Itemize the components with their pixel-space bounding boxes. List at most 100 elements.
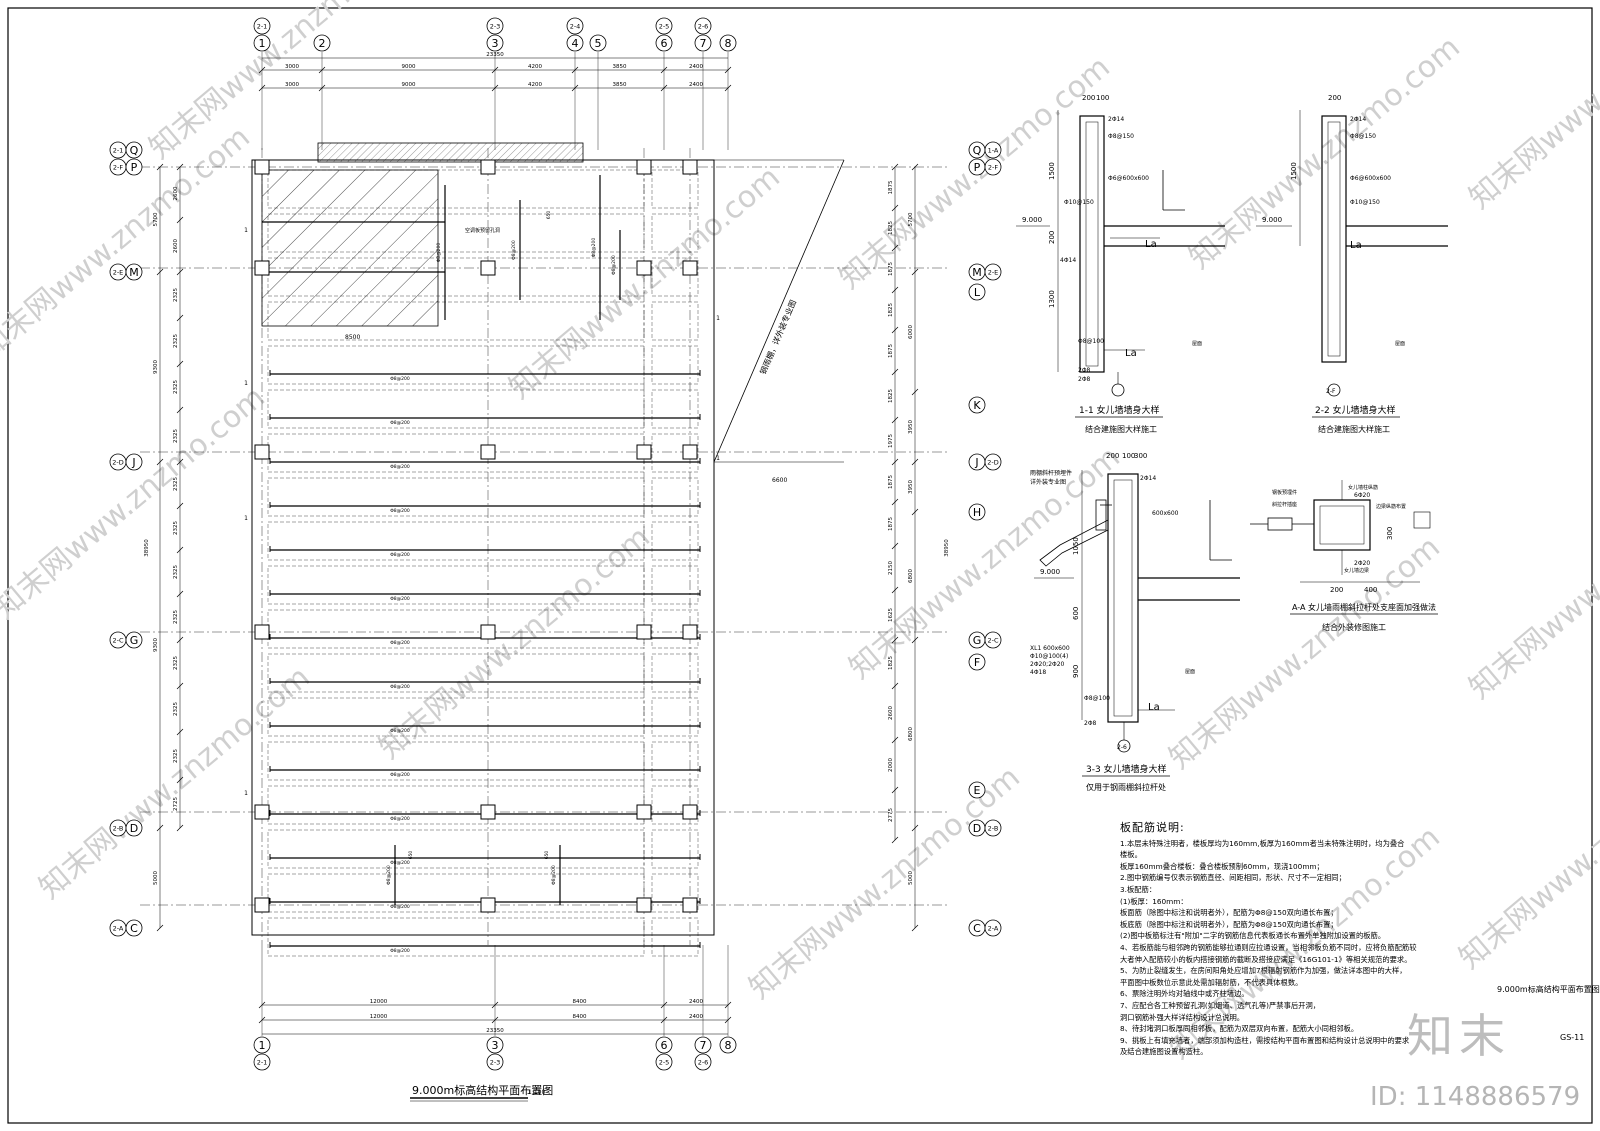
left-inner-dim-tick [176,636,184,644]
bottom-dim-1-value: 12000 [370,999,388,1005]
axis-bubble [125,919,143,937]
axis-bubble [694,34,712,52]
right-inner-dim-tick [891,204,899,212]
hatched-slab-area [261,169,439,327]
axis-bubble [984,453,1002,471]
left-outer-dim-tick [156,163,164,171]
axis-bubble [125,819,143,837]
rebar-label: Φ8@200 [390,772,410,778]
axis-bubble [984,158,1002,176]
axis-label: 2-A [113,925,124,933]
svg-text:200: 200 [1048,231,1056,244]
svg-text:300: 300 [1386,527,1394,540]
rebar-label: Φ8@200 [390,728,410,734]
detail-2-2: 2-F 200 2Φ14 Φ8@150 Φ6@600x600 Φ10@150 1… [1256,94,1448,434]
svg-text:Φ10@100(4): Φ10@100(4) [1030,653,1068,660]
right-outer-dim-tick [911,163,919,171]
svg-text:200: 200 [1328,94,1341,102]
note-line: 洞口钢筋补强大样详结构设计总说明。 [1120,1012,1245,1022]
column [636,260,652,276]
slab-panel [267,785,645,825]
svg-text:La: La [1148,702,1160,713]
svg-text:6Φ20: 6Φ20 [1354,492,1370,499]
svg-text:4Φ14: 4Φ14 [1060,257,1076,264]
right-outer-dim-value: 5000 [908,871,914,885]
right-inner-dim-value: 1825 [888,221,894,235]
axis-label: M [129,266,139,279]
note-line: 大者伸入配筋较小的板内搭接钢筋的截断及搭接应满足《16G101-1》等相关规范的… [1120,954,1412,964]
svg-text:100: 100 [1122,452,1135,460]
bottom-dim-1-value: 8400 [573,999,587,1005]
axis-label: 2-3 [490,1059,501,1067]
top-dim-1-value: 4200 [528,64,542,70]
bottom-dim-1-tick [491,1001,499,1009]
slab-panel [651,521,699,561]
svg-text:屋面: 屋面 [1185,669,1195,675]
svg-text:结合外装修图施工: 结合外装修图施工 [1322,622,1386,632]
section-mark: 1 [716,455,720,462]
column [682,444,698,460]
slab-panel [267,257,645,297]
axis-label: K [973,399,981,412]
axis-bubble [968,283,986,301]
axis-label: 2-E [988,269,999,277]
watermark-text: 知末网www.znzmo.com [503,160,787,406]
rebar-label: Φ8@200 [386,865,392,885]
bottom-dim-2-tick [491,1016,499,1024]
right-inner-dim-value: 1825 [888,656,894,670]
right-inner-dim-tick [891,416,899,424]
left-inner-dim-value: 2325 [173,429,179,443]
left-inner-dim-value: 2325 [173,380,179,394]
section-mark: 1 [244,515,248,522]
right-inner-dim-value: 1875 [888,344,894,358]
note-line: 3.板配筋： [1120,884,1157,894]
left-outer-dim-tick [156,924,164,932]
axis-label: 3 [492,1039,499,1052]
left-inner-dim-value: 2325 [173,702,179,716]
axis-label: H [973,506,981,519]
axis-label: 1-A [988,147,999,155]
axis-label: 2 [319,37,326,50]
right-inner-dim-tick [891,498,899,506]
slab-panel [267,389,645,429]
left-inner-dim-value: 2600 [173,239,179,253]
svg-text:详外装专业图: 详外装专业图 [1030,478,1066,486]
left-inner-dim-value: 2325 [173,288,179,302]
top-dim-1-tick [318,66,326,74]
left-inner-dim-tick [176,314,184,322]
axis-bubble [253,1036,271,1054]
bottom-dim-2-tick [660,1016,668,1024]
column [636,624,652,640]
slab-panel [267,741,645,781]
column [636,159,652,175]
rebar-label: Φ8@200 [390,904,410,910]
left-inner-dim-tick [176,824,184,832]
axis-bubble [253,34,271,52]
svg-text:200: 200 [1106,452,1119,460]
axis-bubble [984,141,1002,159]
top-total-dim: 23350 [486,52,504,58]
column [480,624,496,640]
right-outer-dim-value: 6000 [908,325,914,339]
top-dim-2-value: 2400 [689,82,703,88]
canopy-strip [317,142,584,163]
left-inner-dim-value: 2325 [173,521,179,535]
axis-label: P [974,161,981,174]
watermark-text: 知末网www.znzmo.com [1453,730,1600,976]
note-line: 9、挑板上有填充墙者，端部须加构造柱，需按结构平面布置图和结构设计总说明中的要求 [1120,1035,1410,1045]
left-inner-dim-tick [176,776,184,784]
svg-text:400: 400 [1364,586,1377,594]
note-line: 板底筋（除图中标注和说明者外），配筋为Φ8@150双向通长布置； [1120,919,1338,929]
svg-text:300: 300 [1134,452,1147,460]
axis-bubble [984,819,1002,837]
watermark-text: 知末网www.znzmo.com [0,380,272,626]
left-outer-dim-tick [156,824,164,832]
left-inner-dim-tick [176,590,184,598]
column [254,897,270,913]
axis-bubble [968,503,986,521]
left-inner-dim-value: 2325 [173,334,179,348]
dim-650: 650 [546,211,552,220]
top-dim-1-tick [724,66,732,74]
axis-bubble [655,34,673,52]
slab-panel [651,301,699,341]
